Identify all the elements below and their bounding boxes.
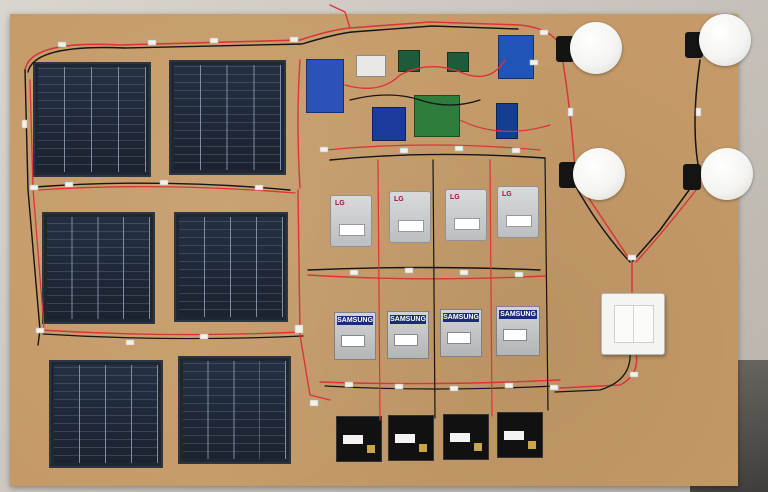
bulb-socket — [556, 36, 574, 62]
battery-sticker — [394, 334, 418, 346]
battery-samsung-2: SAMSUNG — [387, 311, 429, 359]
light-bulb-2 — [683, 14, 758, 70]
bms-board-4 — [497, 412, 543, 458]
battery-sticker — [506, 215, 532, 227]
battery-sticker — [339, 224, 365, 236]
bulb-glass — [570, 22, 622, 74]
battery-samsung-3: SAMSUNG — [440, 309, 482, 357]
battery-lg-2: LG — [389, 191, 431, 243]
battery-brand-label: SAMSUNG — [390, 315, 426, 324]
bulb-socket — [559, 162, 577, 188]
solar-panel-1 — [33, 62, 151, 177]
battery-sticker — [454, 218, 480, 230]
battery-brand-label: SAMSUNG — [337, 316, 373, 325]
battery-brand-label: SAMSUNG — [499, 310, 537, 319]
bulb-socket — [685, 32, 703, 58]
light-bulb-1 — [552, 20, 627, 76]
battery-lg-4: LG — [497, 186, 539, 238]
light-bulb-3 — [557, 148, 632, 204]
solar-panel-6 — [178, 356, 291, 464]
battery-sticker — [447, 332, 471, 344]
bulb-glass — [701, 148, 753, 200]
light-bulb-4 — [683, 148, 761, 204]
battery-sticker — [341, 335, 365, 347]
terminal-block — [356, 55, 386, 77]
relay-module — [498, 35, 534, 79]
bulb-glass — [699, 14, 751, 66]
bms-board-2 — [388, 415, 434, 461]
battery-brand-label: LG — [394, 196, 404, 203]
battery-brand-label: LG — [335, 200, 345, 207]
microcontroller-board — [496, 103, 518, 139]
oled-display — [372, 107, 406, 141]
battery-brand-label: LG — [450, 194, 460, 201]
battery-lg-3: LG — [445, 189, 487, 241]
buck-converter-module — [306, 59, 344, 113]
main-controller-board — [414, 95, 460, 137]
solar-panel-2 — [169, 60, 286, 175]
solar-panel-5 — [49, 360, 163, 468]
battery-brand-label: SAMSUNG — [443, 313, 479, 322]
battery-sticker — [503, 329, 527, 341]
solar-panel-4 — [174, 212, 288, 322]
battery-samsung-1: SAMSUNG — [334, 312, 376, 360]
battery-sticker — [398, 220, 424, 232]
battery-samsung-4: SAMSUNG — [496, 306, 540, 356]
bulb-socket — [683, 164, 701, 190]
bms-board-1 — [336, 416, 382, 462]
switch-rocker — [614, 305, 654, 343]
light-switch — [601, 293, 665, 355]
battery-lg-1: LG — [330, 195, 372, 247]
battery-brand-label: LG — [502, 191, 512, 198]
bms-board-3 — [443, 414, 489, 460]
sensor-module-1 — [398, 50, 420, 72]
sensor-module-2 — [447, 52, 469, 72]
bulb-glass — [573, 148, 625, 200]
solar-panel-3 — [42, 212, 155, 324]
